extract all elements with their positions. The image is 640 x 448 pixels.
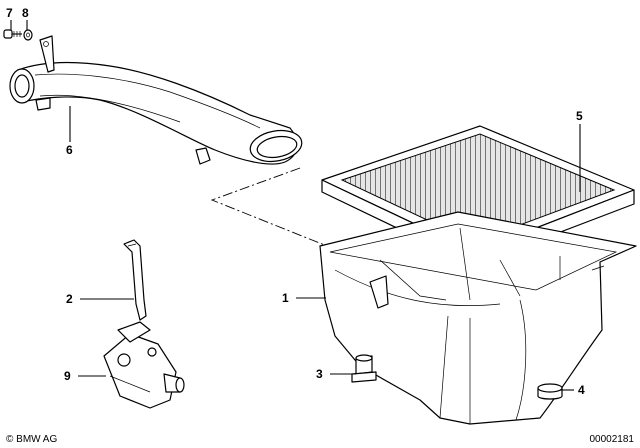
washer-part — [23, 29, 33, 41]
cap-part — [537, 383, 563, 400]
callout-8: 8 — [22, 6, 29, 20]
callout-3: 3 — [316, 367, 323, 381]
sensor-part — [103, 321, 185, 409]
callout-1: 1 — [282, 291, 289, 305]
callout-2: 2 — [66, 292, 73, 306]
intake-hose-part — [9, 35, 303, 165]
filter-housing-part — [319, 211, 637, 425]
callout-7: 7 — [6, 6, 13, 20]
callout-6: 6 — [66, 143, 73, 157]
plug-part — [351, 354, 377, 383]
callout-5: 5 — [576, 109, 583, 123]
document-number: 00002181 — [589, 434, 635, 445]
assembly-centerline — [210, 167, 333, 249]
screw-part — [3, 29, 22, 39]
callout-4: 4 — [578, 383, 585, 397]
clip-part — [123, 239, 147, 321]
callout-9: 9 — [64, 369, 71, 383]
copyright-label: © BMW AG — [6, 434, 58, 445]
